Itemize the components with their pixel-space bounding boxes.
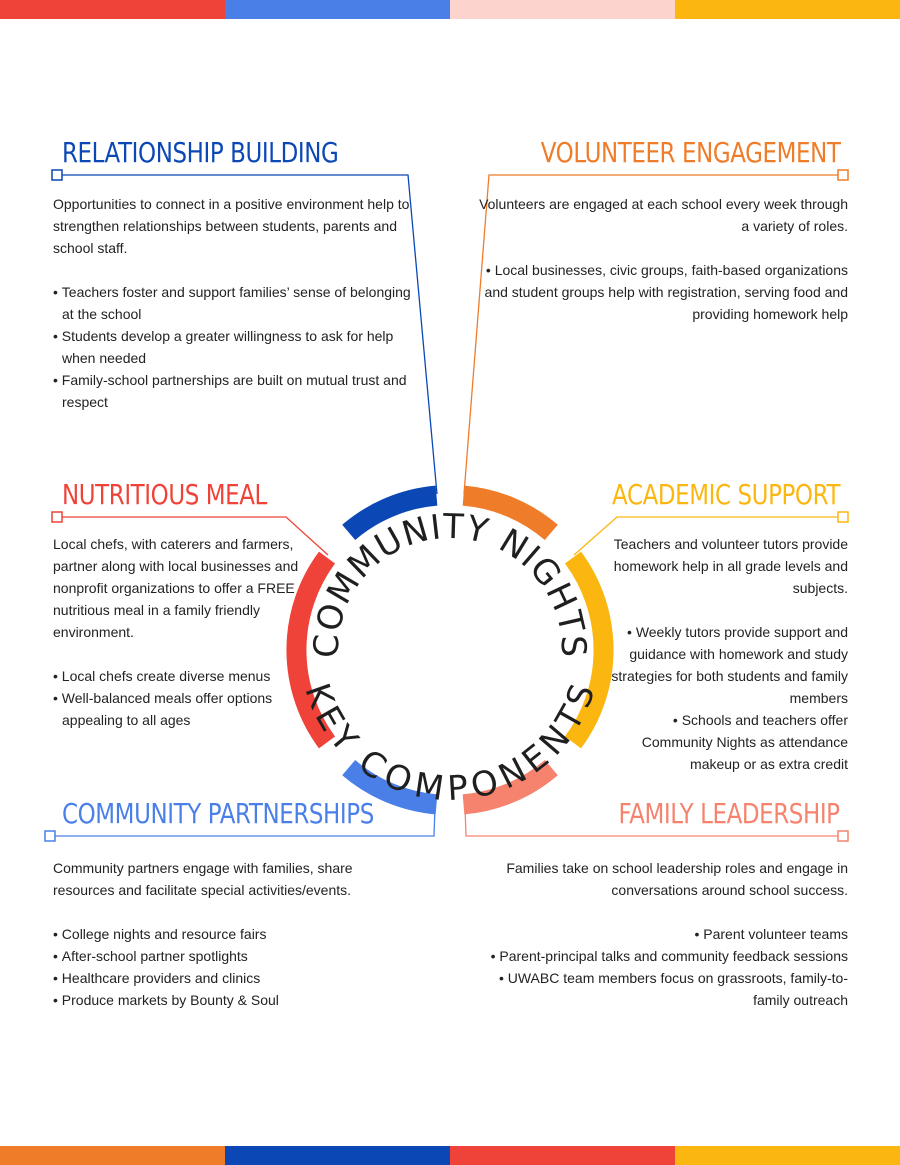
connector-nutritious-meal: [57, 516, 329, 556]
list-item: UWABC team members focus on grassroots, …: [488, 967, 848, 1011]
list-item: Family-school partnerships are built on …: [53, 369, 415, 413]
top-bar-yellow-segment: [675, 0, 900, 19]
academic-support-title: ACADEMIC SUPPORT: [611, 478, 840, 511]
connector-relationship-building: [57, 174, 438, 495]
marker-relationship-building: [51, 169, 63, 181]
list-item: Students develop a greater willingness t…: [53, 325, 415, 369]
list-item: Weekly tutors provide support and guidan…: [608, 621, 848, 709]
top-color-bar: [0, 0, 900, 19]
community-partnerships-list: College nights and resource fairs After-…: [53, 923, 415, 1011]
nutritious-meal-text: Local chefs, with caterers and farmers, …: [53, 533, 299, 731]
list-item: Teachers foster and support families’ se…: [53, 281, 415, 325]
family-leadership-list: Parent volunteer teams Parent-principal …: [488, 923, 848, 1011]
connector-volunteer-engagement: [463, 174, 843, 495]
bottom-bar-yellow-segment: [675, 1146, 900, 1165]
family-leadership-text: Families take on school leadership roles…: [488, 857, 848, 1011]
connector-community-partnerships: [50, 805, 436, 837]
list-item: Produce markets by Bounty & Soul: [53, 989, 415, 1011]
nutritious-meal-list: Local chefs create diverse menus Well-ba…: [53, 665, 299, 731]
list-item: Parent-principal talks and community fee…: [488, 945, 848, 967]
family-leadership-title: FAMILY LEADERSHIP: [618, 797, 841, 830]
marker-nutritious-meal: [51, 511, 63, 523]
connector-family-leadership: [464, 805, 843, 837]
marker-academic-support: [837, 511, 849, 523]
ring-arc-red: [286, 551, 336, 749]
list-item: College nights and resource fairs: [53, 923, 415, 945]
connector-academic-support: [573, 516, 843, 556]
relationship-building-text: Opportunities to connect in a positive e…: [53, 193, 415, 413]
community-partnerships-title: COMMUNITY PARTNERSHIPS: [62, 797, 374, 830]
academic-support-list: Weekly tutors provide support and guidan…: [608, 621, 848, 775]
center-title-line2: KEY COMPONENTS: [296, 678, 603, 809]
list-item: Schools and teachers offer Community Nig…: [608, 709, 848, 775]
nutritious-meal-title: NUTRITIOUS MEAL: [62, 478, 267, 511]
ring-arc-orange: [462, 485, 558, 541]
community-partnerships-intro: Community partners engage with families,…: [53, 860, 353, 898]
bottom-bar-orange-segment: [0, 1146, 225, 1165]
community-partnerships-text: Community partners engage with families,…: [53, 857, 415, 1011]
volunteer-engagement-list: Local businesses, civic groups, faith-ba…: [478, 259, 848, 325]
family-leadership-intro: Families take on school leadership roles…: [506, 860, 848, 898]
nutritious-meal-intro: Local chefs, with caterers and farmers, …: [53, 536, 299, 640]
volunteer-engagement-title: VOLUNTEER ENGAGEMENT: [540, 136, 840, 169]
list-item: Local businesses, civic groups, faith-ba…: [478, 259, 848, 325]
academic-support-intro: Teachers and volunteer tutors provide ho…: [613, 536, 848, 596]
ring-arc-yellow: [564, 551, 614, 749]
marker-volunteer-engagement: [837, 169, 849, 181]
bottom-color-bar: [0, 1146, 900, 1165]
bottom-bar-red-segment: [450, 1146, 675, 1165]
list-item: After-school partner spotlights: [53, 945, 415, 967]
ring-arc-blue: [342, 759, 438, 815]
ring-arc-salmon: [462, 759, 558, 815]
list-item: Well-balanced meals offer options appeal…: [53, 687, 299, 731]
relationship-building-title: RELATIONSHIP BUILDING: [62, 136, 339, 169]
relationship-building-list: Teachers foster and support families’ se…: [53, 281, 415, 413]
marker-community-partnerships: [44, 830, 56, 842]
top-bar-red-segment: [0, 0, 225, 19]
top-bar-blue-segment: [225, 0, 450, 19]
ring-arc-navy: [342, 485, 438, 541]
bottom-bar-navy-segment: [225, 1146, 450, 1165]
academic-support-text: Teachers and volunteer tutors provide ho…: [608, 533, 848, 775]
list-item: Local chefs create diverse menus: [53, 665, 299, 687]
top-bar-pink-segment: [450, 0, 675, 19]
volunteer-engagement-intro: Volunteers are engaged at each school ev…: [479, 196, 848, 234]
list-item: Healthcare providers and clinics: [53, 967, 415, 989]
relationship-building-intro: Opportunities to connect in a positive e…: [53, 196, 410, 256]
volunteer-engagement-text: Volunteers are engaged at each school ev…: [478, 193, 848, 325]
marker-family-leadership: [837, 830, 849, 842]
list-item: Parent volunteer teams: [488, 923, 848, 945]
